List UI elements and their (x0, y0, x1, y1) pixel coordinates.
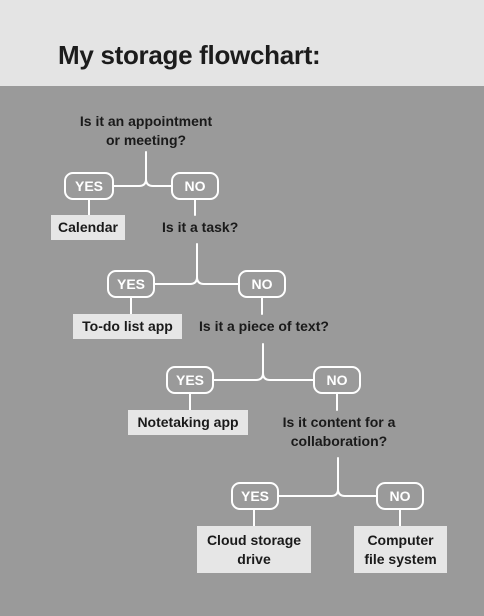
answer-text: Notetaking app (137, 414, 239, 430)
question-step-3: Is it a piece of text? (199, 317, 329, 336)
answer-calendar: Calendar (51, 215, 125, 240)
question-line: Is it content for a (282, 414, 396, 430)
question-line: Is it an appointment (79, 113, 213, 129)
connector-step-3 (189, 343, 338, 411)
connector-step-4 (253, 457, 401, 527)
connector-step-2 (130, 243, 263, 315)
no-pill-step-4: NO (376, 482, 424, 510)
answer-notetaking-app: Notetaking app (128, 410, 248, 435)
no-pill-step-1: NO (171, 172, 219, 200)
question-line: or meeting? (105, 132, 187, 148)
yes-pill-step-3: YES (166, 366, 214, 394)
question-line: Is it a piece of text? (199, 318, 329, 334)
yes-pill-step-4: YES (231, 482, 279, 510)
connector-step-1 (88, 151, 196, 216)
answer-computer-file-system: Computer file system (354, 526, 447, 573)
header-band: My storage flowchart: (0, 0, 484, 86)
answer-todo-list-app: To-do list app (73, 314, 182, 339)
no-pill-step-2: NO (238, 270, 286, 298)
answer-text: Cloud storage (206, 531, 302, 548)
question-step-2: Is it a task? (162, 218, 238, 237)
answer-text: To-do list app (82, 318, 173, 334)
page-title: My storage flowchart: (58, 40, 321, 70)
answer-cloud-storage-drive: Cloud storage drive (197, 526, 311, 573)
question-line: Is it a task? (162, 219, 239, 235)
answer-text: drive (237, 550, 271, 567)
question-line: collaboration? (290, 433, 388, 449)
question-step-1: Is it an appointment or meeting? (60, 112, 232, 150)
answer-text: file system (364, 550, 437, 567)
answer-text: Computer (367, 531, 434, 548)
no-pill-step-3: NO (313, 366, 361, 394)
answer-text: Calendar (58, 219, 118, 235)
question-step-4: Is it content for a collaboration? (262, 413, 416, 451)
yes-pill-step-2: YES (107, 270, 155, 298)
yes-pill-step-1: YES (64, 172, 114, 200)
